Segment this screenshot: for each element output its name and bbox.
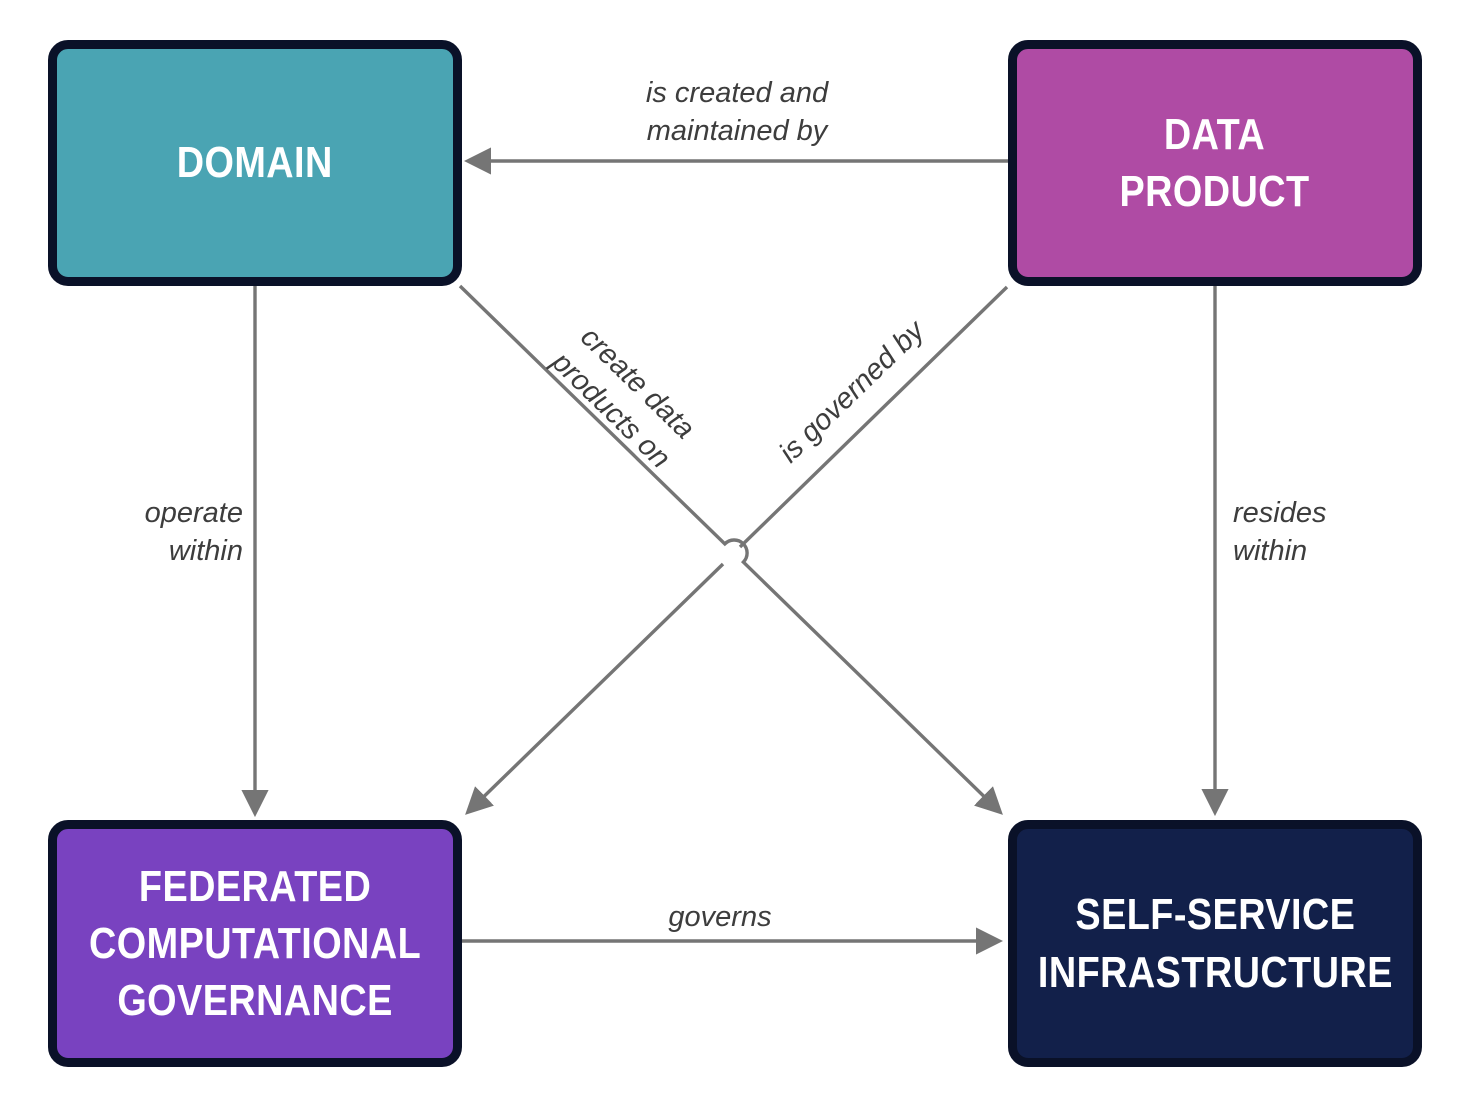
node-data-product-label-line: PRODUCT (1119, 167, 1311, 216)
edge-label-operate-within: operate within (145, 494, 243, 571)
edge-label-resides-within: resides within (1233, 494, 1327, 571)
node-self-service-infrastructure: SELF-SERVICE INFRASTRUCTURE (1008, 820, 1422, 1067)
node-federated-label-line: FEDERATED (138, 861, 372, 911)
node-self-service-label-line: SELF-SERVICE (1075, 890, 1355, 940)
edge-label-line: within (168, 535, 243, 568)
edge-create-data-products-on-arrow (458, 284, 1003, 815)
node-federated-computational-governance-label: FEDERATED COMPUTATIONAL GOVERNANCE (89, 858, 421, 1030)
node-federated-label-line: GOVERNANCE (117, 976, 393, 1026)
node-federated-computational-governance: FEDERATED COMPUTATIONAL GOVERNANCE (48, 820, 462, 1067)
node-federated-label-line: COMPUTATIONAL (88, 918, 422, 968)
node-domain-label: DOMAIN (177, 134, 333, 191)
node-self-service-label-line: INFRASTRUCTURE (1037, 947, 1393, 997)
node-domain-label-line: DOMAIN (176, 138, 334, 188)
edge-label-line: is created and (645, 77, 829, 109)
node-data-product-label-line: DATA (1164, 109, 1266, 159)
node-domain: DOMAIN (48, 40, 462, 286)
edge-label-line: operate (144, 497, 243, 529)
edge-label-is-created-and-maintained-by: is created and maintained by (646, 74, 828, 151)
node-data-product: DATA PRODUCT (1008, 40, 1422, 286)
edge-label-line: resides (1233, 497, 1327, 529)
node-self-service-infrastructure-label: SELF-SERVICE INFRASTRUCTURE (1038, 886, 1393, 1000)
edge-is-governed-by-arrow (468, 285, 1009, 812)
edge-label-governs: governs (668, 898, 771, 936)
node-data-product-label: DATA PRODUCT (1120, 106, 1310, 220)
edge-label-line: within (1233, 535, 1308, 568)
edge-label-line: maintained by (646, 115, 828, 148)
edge-label-line: governs (668, 901, 772, 933)
